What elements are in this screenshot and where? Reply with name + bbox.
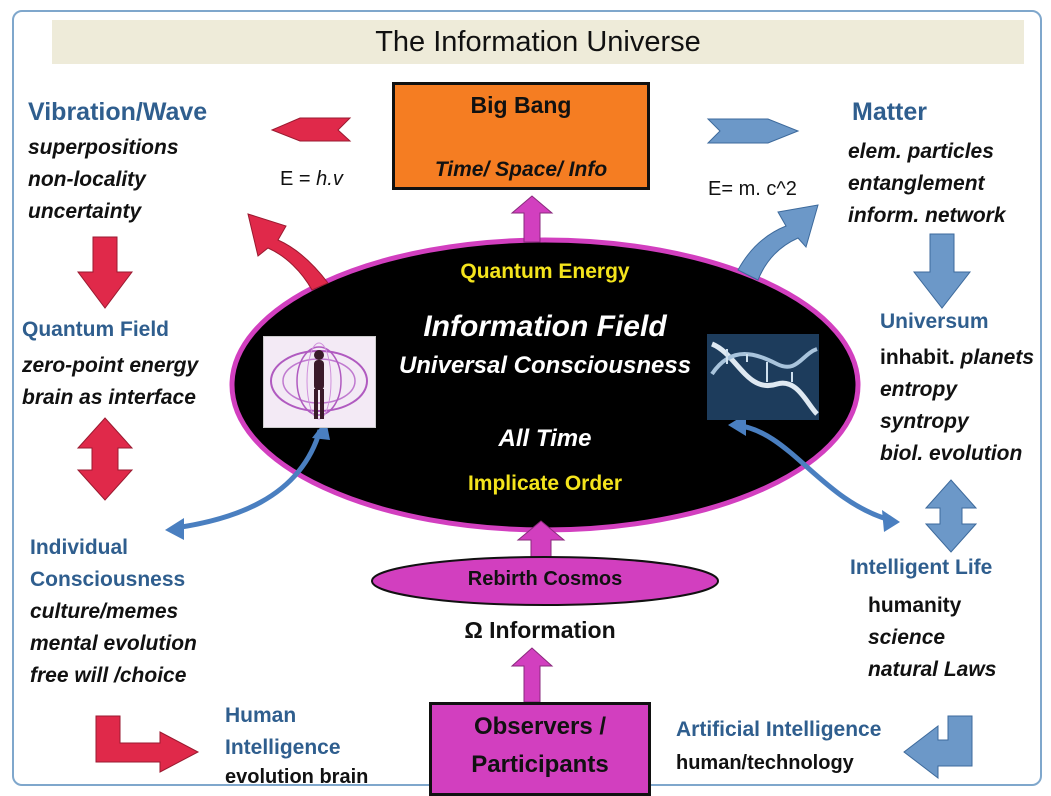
blue-bent-arrow — [903, 715, 973, 780]
big-bang-box — [392, 82, 650, 190]
universum-item-plain: inhabit. — [880, 346, 961, 369]
quantum-field-heading: Quantum Field — [22, 318, 169, 341]
human-intelligence-line: evolution brain — [225, 766, 369, 788]
red-arrow-left — [270, 117, 352, 142]
red-bent-arrow — [95, 715, 200, 773]
observers-box — [429, 702, 651, 796]
rebirth-cosmos-ellipse — [371, 556, 719, 606]
universum-item: syntropy — [880, 410, 969, 433]
individual-item: culture/memes — [30, 600, 179, 623]
universum-list: inhabit. planets entropy syntropy biol. … — [880, 342, 1034, 470]
matter-item: entanglement — [848, 172, 985, 195]
arrow-up-to-big-bang — [510, 195, 554, 243]
universum-item: biol. evolution — [880, 442, 1023, 465]
vibration-item: uncertainty — [28, 200, 142, 223]
equation-left-text: E = — [280, 168, 317, 190]
vibration-list: superpositions non-locality uncertainty — [28, 132, 179, 228]
individual-item: mental evolution — [30, 632, 197, 655]
universum-item: entropy — [880, 378, 958, 401]
blue-double-arrow — [924, 479, 978, 553]
information-field-title: Information Field — [423, 310, 667, 343]
equation-left-var: h.v — [316, 168, 343, 190]
intelligent-life-item: science — [868, 626, 946, 649]
quantum-field-item: brain as interface — [22, 386, 196, 409]
dna-drawing — [707, 334, 819, 420]
quantum-field-list: zero-point energy brain as interface — [22, 350, 198, 414]
matter-item: inform. network — [848, 204, 1006, 227]
equation-right: E= m. c^2 — [708, 178, 797, 200]
red-double-arrow — [76, 417, 134, 501]
universum-item: inhabit. planets — [880, 342, 1034, 374]
connector-right — [734, 422, 891, 523]
implicate-order-label: Implicate Order — [467, 472, 623, 495]
vibration-item: non-locality — [28, 168, 146, 191]
observers-line2: Participants — [471, 751, 609, 778]
human-intelligence-line2: Intelligence — [225, 736, 341, 759]
red-arrow-down-vibration — [77, 236, 133, 309]
observers-line1: Observers / — [473, 713, 607, 740]
universum-item-italic: planets — [960, 346, 1035, 369]
artificial-intelligence-heading: Artificial Intelligence — [676, 718, 882, 741]
arrow-up-to-omega — [510, 647, 554, 703]
connector-left-head-bottom — [165, 518, 184, 540]
individual-list: culture/memes mental evolution free will… — [30, 596, 197, 692]
individual-heading-line1: Individual — [30, 536, 129, 559]
vibration-heading: Vibration/Wave — [28, 98, 208, 126]
diagram-title: The Information Universe — [52, 20, 1024, 64]
connector-left — [174, 429, 323, 531]
rebirth-cosmos-label: Rebirth Cosmos — [467, 568, 623, 590]
individual-item: free will /choice — [30, 664, 187, 687]
equation-left: E = h.v — [280, 168, 343, 191]
matter-heading: Matter — [852, 98, 928, 126]
human-intelligence-line1: Human — [225, 704, 297, 727]
intelligent-life-item: natural Laws — [868, 658, 997, 681]
human-intelligence-heading: Human Intelligence — [225, 700, 341, 764]
intelligent-life-list: humanity science natural Laws — [868, 590, 996, 686]
blue-arrow-down-matter — [912, 233, 972, 309]
blue-arrow-right — [706, 118, 800, 144]
all-time-label: All Time — [498, 425, 592, 452]
artificial-intelligence-line: human/technology — [676, 752, 854, 774]
matter-item: elem. particles — [848, 140, 994, 163]
human-torus-image — [263, 336, 376, 428]
universum-heading: Universum — [880, 310, 989, 333]
omega-information-label: Ω Information — [464, 617, 616, 643]
vibration-item: superpositions — [28, 136, 179, 159]
individual-heading-line2: Consciousness — [30, 568, 186, 591]
universal-consciousness-label: Universal Consciousness — [398, 352, 692, 379]
intelligent-life-item: humanity — [868, 594, 962, 617]
torus-drawing — [270, 342, 368, 420]
matter-list: elem. particles entanglement inform. net… — [848, 136, 1006, 232]
individual-heading: Individual Consciousness — [30, 532, 185, 596]
big-bang-title: Big Bang — [470, 92, 572, 118]
red-curved-arrow — [247, 213, 329, 291]
blue-curved-arrow — [737, 204, 819, 281]
connector-right-head-bottom — [882, 510, 900, 532]
quantum-energy-label: Quantum Energy — [460, 260, 630, 283]
quantum-field-item: zero-point energy — [22, 354, 199, 377]
intelligent-life-heading: Intelligent Life — [850, 556, 993, 579]
dna-helix-image — [707, 334, 819, 420]
big-bang-subtitle: Time/ Space/ Info — [434, 158, 608, 181]
observers-label: Observers / Participants — [429, 708, 651, 784]
